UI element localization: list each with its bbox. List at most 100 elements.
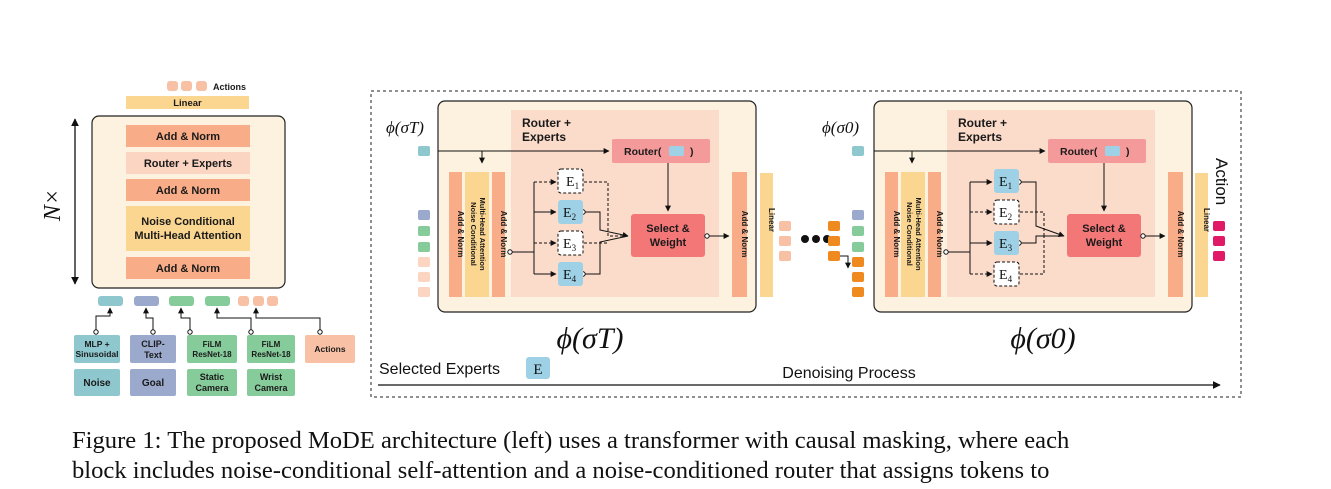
svg-text:E4: E4 [563, 268, 577, 284]
encoder-connectors [93, 307, 323, 335]
panel1-expert-4: E4 [558, 262, 583, 286]
encoder-clip-l1: CLIP- [141, 339, 165, 349]
panel1-caption: ϕ(σT) [557, 322, 624, 355]
svg-text:E3: E3 [999, 237, 1013, 253]
panel1-nca-strip [465, 172, 489, 297]
panel2-add-norm-right-label: Add & Norm [1176, 211, 1185, 258]
router-experts-label: Router + Experts [144, 158, 232, 170]
panel2-router-label: Router( [1060, 146, 1098, 158]
panel2-side-tokens [852, 210, 864, 297]
panel2-nca-label-2: Multi-Head Attention [914, 197, 923, 270]
selected-experts-swatch [526, 357, 550, 379]
panel2-router-experts-1: Router + [958, 116, 1007, 130]
panel2-expert-4: E4 [993, 261, 1020, 287]
encoder-mlp-l1: MLP + [84, 339, 109, 349]
panel1-add-norm-right-label: Add & Norm [740, 211, 749, 258]
panel1-connectors [438, 148, 730, 277]
panel2-select-2: Weight [1086, 237, 1123, 249]
caption-line-1: Figure 1: The proposed MoDE architecture… [72, 427, 1070, 454]
panel1-inactive-connectors [534, 179, 628, 246]
linear-block [126, 96, 249, 109]
svg-text:E2: E2 [999, 206, 1012, 222]
encoder-clip [130, 335, 176, 363]
panel2-select-weight [1067, 214, 1141, 257]
encoder-film-wrist-l2: ResNet-18 [251, 350, 291, 359]
intermediate-tokens [779, 221, 851, 269]
panel1-expert-1: E1 [557, 168, 584, 194]
panel-sigma-0: ϕ(σ0) Router + Experts Add & Norm Noise … [822, 100, 1211, 355]
denoising-frame [370, 90, 1242, 398]
input-wrist-l2: Camera [254, 383, 288, 393]
panel2-add-norm-left-label: Add & Norm [892, 211, 901, 258]
add-norm-mid [126, 179, 250, 201]
svg-text:E3: E3 [563, 237, 577, 253]
encoder-actions-label: Actions [314, 344, 345, 354]
input-wrist-l1: Wrist [260, 372, 282, 382]
panel1-nca-label-1: Noise Conditional [469, 202, 478, 266]
encoder-film-wrist [247, 335, 295, 363]
panel2-router [1048, 139, 1146, 163]
panel1-add-norm-left-label: Add & Norm [456, 211, 465, 258]
nca-block [126, 206, 250, 251]
action-label: Action [1212, 158, 1231, 205]
panel1-add-norm-2-label: Add & Norm [499, 211, 508, 258]
left-architecture: Actions Linear N× Add & Norm Router + Ex… [40, 81, 355, 396]
add-norm-top-label: Add & Norm [156, 131, 220, 143]
panel2-add-norm-2 [928, 172, 941, 297]
panel2-router-experts-2: Experts [958, 130, 1002, 144]
panel1-linear-label: Linear [767, 208, 776, 232]
caption-line-2: block includes noise-conditional self-at… [72, 457, 1050, 484]
panel1-expert-2: E2 [558, 200, 583, 224]
add-norm-top [126, 125, 250, 147]
panel1-input-label: ϕ(σT) [386, 118, 424, 137]
encoder-clip-l2: Text [144, 350, 162, 360]
svg-text:E1: E1 [999, 175, 1012, 191]
nca-label-2: Multi-Head Attention [134, 230, 241, 242]
panel-sigma-T: ϕ(σT) Router + Experts Add & Norm Noise … [386, 100, 776, 355]
output-action-tokens [167, 81, 207, 91]
selected-experts-symbol: E [533, 362, 542, 378]
panel1-input-token [418, 146, 430, 156]
figure-caption: Figure 1: The proposed MoDE architecture… [72, 426, 1272, 486]
encoder-film-static-l1: FiLM [203, 340, 222, 349]
panel1-select-weight [631, 214, 705, 257]
panel1-expert-3: E3 [557, 230, 584, 256]
encoder-actions [305, 335, 355, 363]
svg-text:E2: E2 [563, 206, 576, 222]
panel2-caption: ϕ(σ0) [1010, 322, 1075, 355]
panel2-router-token [1105, 146, 1120, 156]
panel1-add-norm-left [449, 172, 462, 297]
panel2-nca-strip [901, 172, 925, 297]
panel2-linear-strip [1195, 173, 1208, 297]
panel1-router-experts-1: Router + [522, 116, 571, 130]
panel2-linear-label: Linear [1202, 208, 1211, 232]
panel1-router-close: ) [690, 146, 694, 158]
input-goal [130, 369, 176, 396]
panel2-expert-1: E1 [994, 169, 1019, 193]
add-norm-bottom [126, 257, 250, 279]
action-output-tokens [1213, 221, 1225, 261]
svg-text:E1: E1 [566, 175, 579, 191]
encoder-mlp [74, 335, 120, 363]
repeat-label: N× [40, 189, 66, 222]
add-norm-bottom-label: Add & Norm [156, 263, 220, 275]
panel2-input-token [852, 146, 864, 156]
panel1-select-1: Select & [646, 223, 689, 235]
panel2-add-norm-right [1168, 172, 1183, 297]
panel1-nca-label-2: Multi-Head Attention [478, 197, 487, 270]
encoder-film-static [187, 335, 237, 363]
panel2-inactive-connectors [970, 209, 1064, 277]
input-static-l1: Static [200, 372, 225, 382]
svg-text:E4: E4 [999, 268, 1013, 284]
panel2-router-close: ) [1126, 146, 1130, 158]
panel2-connectors [874, 148, 1166, 274]
selected-experts-label: Selected Experts [379, 361, 500, 378]
panel2-expert-3: E3 [994, 231, 1019, 255]
input-wrist-camera [247, 369, 295, 396]
panel2-input-label: ϕ(σ0) [822, 118, 859, 137]
linear-label: Linear [173, 98, 202, 109]
actions-output-label: Actions [213, 82, 246, 92]
panel2-add-norm-2-label: Add & Norm [935, 211, 944, 258]
panel2-select-1: Select & [1082, 223, 1125, 235]
